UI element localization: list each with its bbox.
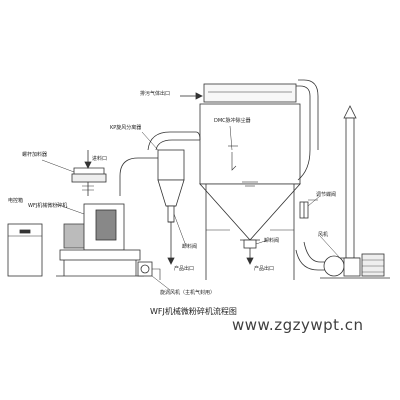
label-fan: 风机 (318, 232, 329, 238)
fan-unit (295, 241, 390, 279)
label-product-outlet-2: 产品出口 (254, 266, 275, 272)
exhaust-duct (296, 79, 319, 181)
label-feed-inlet: 进料口 (92, 156, 108, 162)
product-outlet-2 (246, 248, 254, 265)
label-dust-collector: DMC脉冲除尘器 (214, 118, 251, 124)
mill (56, 203, 144, 277)
diagram-title: WFJ机械微粉碎机流程图 (150, 307, 237, 316)
label-control-cabinet: 电控箱 (8, 198, 24, 204)
adjust-valve (299, 199, 318, 219)
label-screw-feeder: 螺杆加料器 (22, 152, 48, 158)
label-discharge-valve-1: 卸料阀 (182, 244, 198, 250)
exhaust-stack (340, 105, 360, 259)
cooling-fan (137, 261, 161, 280)
feed-arrow (84, 150, 92, 169)
label-cooling-fan: 旋涡风机（主机气封用） (160, 290, 216, 296)
label-adjust-valve: 调节蝶阀 (316, 192, 337, 198)
label-discharge-valve-2: 卸料阀 (264, 238, 280, 244)
label-mill: WFJ机械微粉碎机 (28, 203, 68, 209)
product-outlet-1 (167, 222, 175, 265)
control-cabinet (7, 223, 43, 277)
dust-collector (199, 83, 301, 280)
exhaust-arrow (180, 92, 203, 100)
label-product-outlet-1: 产品出口 (174, 266, 195, 272)
label-exhaust-outlet: 排污气体出口 (140, 91, 171, 97)
watermark-text: www.zgzywpt.cn (232, 316, 364, 334)
screw-feeder (71, 167, 107, 196)
label-cyclone: KP旋风分离器 (110, 125, 142, 131)
cyclone-separator (119, 131, 201, 223)
leader-lines (41, 125, 341, 291)
